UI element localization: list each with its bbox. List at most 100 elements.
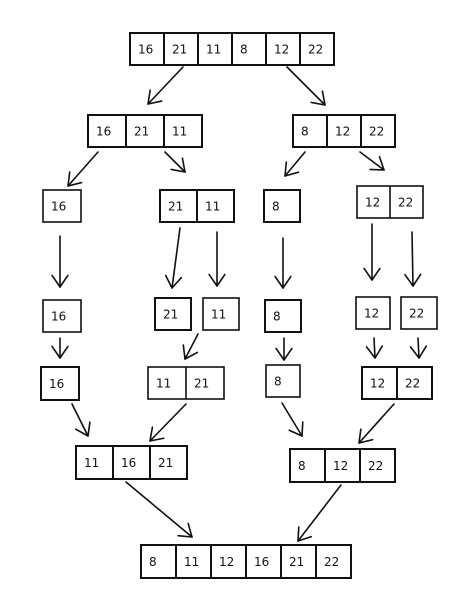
array-box-l-16: 16: [42, 189, 82, 223]
array-outline: [265, 364, 301, 398]
cell-value: 8: [274, 375, 282, 389]
arrow-16-to-merge2: [71, 403, 91, 437]
cell-value: 12: [274, 43, 289, 57]
cell-value: 21: [168, 200, 183, 214]
arrow-head: [67, 171, 83, 187]
array-box-m-8: 8: [265, 364, 301, 398]
arrow-22-down: [404, 231, 422, 287]
cell-value: 8: [149, 555, 157, 569]
arrow-11-down: [208, 231, 226, 287]
cell-value: 21: [289, 555, 304, 569]
arrow-21-down: [164, 227, 183, 289]
arrow-head: [149, 426, 165, 442]
arrow-head: [310, 90, 326, 106]
cell-value: 12: [365, 196, 380, 210]
array-box-s-11: 11: [202, 297, 240, 331]
array-box-s-8: 8: [264, 299, 302, 333]
arrow-root-right: [286, 66, 326, 106]
array-outline: [292, 114, 396, 148]
arrow-head: [358, 428, 374, 444]
cell-value: 12: [370, 377, 385, 391]
arrow-right-to-8: [284, 151, 306, 177]
array-box-r-12-22: 12 22: [356, 185, 424, 219]
cell-value: 22: [324, 555, 339, 569]
cell-value: 16: [51, 200, 66, 214]
arrow-head: [409, 345, 428, 359]
array-box-m-12-22: 12 22: [361, 366, 433, 400]
arrow-head: [164, 274, 183, 289]
cell-value: 12: [335, 125, 350, 139]
arrow-head: [147, 89, 163, 105]
cell-value: 8: [272, 200, 280, 214]
arrow-8-to-merge2: [281, 402, 304, 437]
arrow-head: [177, 522, 193, 538]
cell-value: 16: [138, 43, 153, 57]
arrow-12-merge: [365, 337, 384, 359]
arrow-head: [369, 155, 385, 171]
array-box-right-half: 8 12 22: [292, 114, 396, 148]
arrow-head: [51, 345, 69, 359]
array-box-r-8: 8: [263, 189, 301, 223]
arrow-head: [170, 157, 186, 173]
arrow-root-left: [147, 66, 184, 105]
arrow-left-to-21-11: [164, 151, 186, 173]
cell-value: 11: [172, 125, 187, 139]
array-box-s-21: 21: [154, 297, 192, 331]
cell-value: 22: [398, 196, 413, 210]
cell-value: 8: [301, 125, 309, 139]
cell-value: 22: [405, 377, 420, 391]
cell-value: 21: [158, 456, 173, 470]
cell-value: 8: [273, 310, 281, 324]
array-box-l-21-11: 21 11: [159, 189, 235, 223]
cell-value: 11: [156, 377, 171, 391]
arrow-left-to-sorted: [125, 481, 193, 538]
cell-value: 22: [369, 125, 384, 139]
array-outline: [263, 189, 301, 223]
arrow-left-to-16: [67, 151, 99, 187]
array-outline: [75, 445, 188, 480]
cell-value: 21: [163, 308, 178, 322]
arrow-11-21-to-merge2: [149, 403, 187, 442]
arrow-8-merge: [275, 337, 293, 361]
arrow-right-to-12-22: [359, 151, 385, 171]
arrow-head: [275, 347, 293, 361]
array-outline: [154, 297, 192, 331]
arrow-head: [74, 421, 91, 437]
arrow-right-to-sorted: [297, 484, 342, 542]
arrow-16-merge: [51, 337, 69, 359]
array-outline: [87, 114, 203, 148]
array-outline: [289, 448, 396, 483]
arrow-16-down: [51, 235, 69, 288]
cell-value: 8: [298, 459, 306, 473]
arrow-12-down: [363, 223, 381, 281]
arrow-head: [208, 273, 226, 287]
cell-value: 16: [96, 125, 111, 139]
cell-value: 11: [205, 200, 220, 214]
cell-value: 12: [364, 307, 379, 321]
cell-value: 12: [219, 555, 234, 569]
cell-value: 22: [409, 307, 424, 321]
arrow-12-22-to-merge2: [358, 403, 395, 444]
arrow-head: [51, 274, 69, 288]
cell-value: 12: [333, 459, 348, 473]
arrow-head: [288, 421, 304, 437]
array-box-s-16: 16: [42, 299, 82, 333]
array-box-s-22: 22: [400, 296, 438, 330]
cell-value: 22: [368, 459, 383, 473]
arrow-head: [274, 275, 292, 289]
array-outline: [42, 189, 82, 223]
arrow-head: [365, 345, 384, 359]
arrow-head: [363, 267, 381, 281]
cell-value: 21: [172, 43, 187, 57]
cell-value: 11: [184, 555, 199, 569]
cell-value: 11: [206, 43, 221, 57]
cell-value: 11: [84, 456, 99, 470]
array-box-m-16: 16: [40, 366, 80, 401]
arrow-21-11-merge: [182, 333, 199, 360]
array-outline: [40, 366, 80, 401]
arrow-head: [404, 273, 422, 287]
